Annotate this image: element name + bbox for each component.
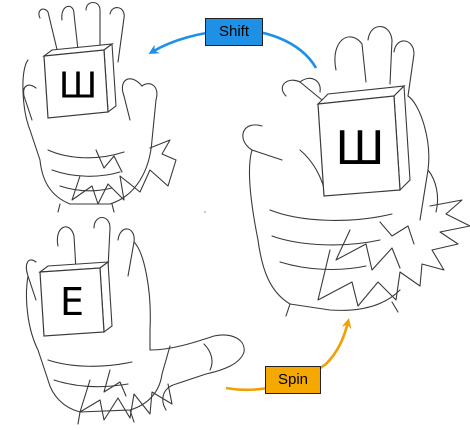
hand-top-left	[22, 1, 177, 213]
cube-bottom-left: E	[38, 260, 113, 337]
hand-bottom-left	[25, 216, 245, 425]
cube-top-left: Ш	[42, 42, 117, 119]
cube-right: Ш	[316, 84, 411, 197]
cube-letter-top-left: Ш	[59, 66, 98, 107]
finger	[38, 8, 61, 63]
center-dot	[204, 211, 206, 213]
hand-right	[242, 25, 470, 317]
spin-label: Spin	[265, 366, 321, 394]
shift-label: Shift	[205, 18, 263, 46]
spin-arrow	[225, 318, 352, 392]
cube-letter-right: Ш	[335, 121, 384, 175]
cube-letter-bottom-left: E	[60, 280, 84, 324]
